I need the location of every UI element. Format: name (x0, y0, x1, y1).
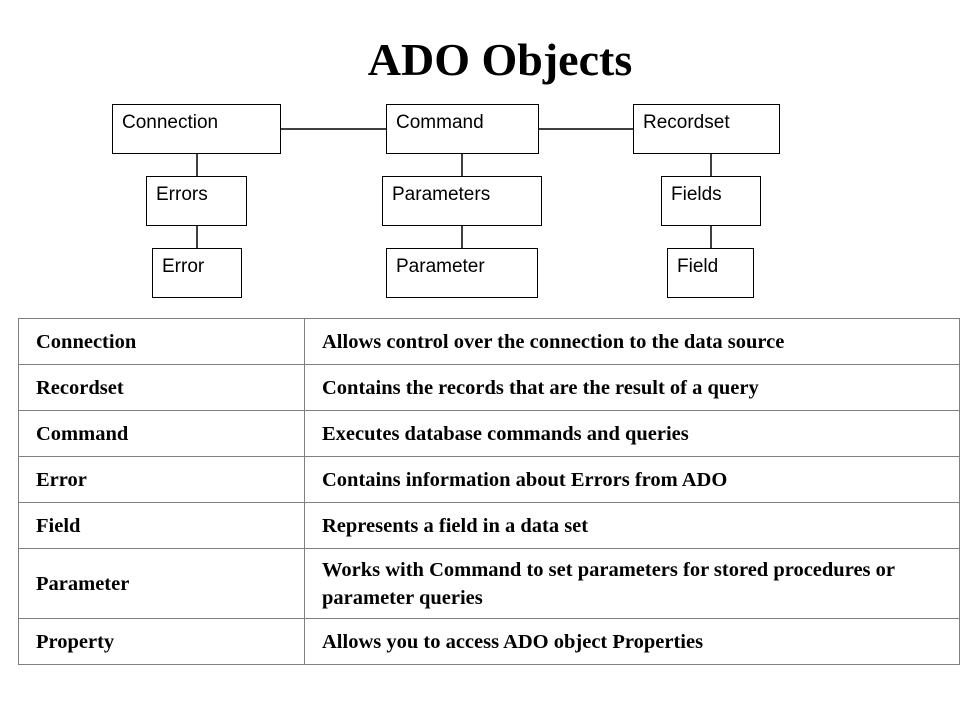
object-name-cell: Parameter (18, 548, 305, 619)
object-description-cell: Contains the records that are the result… (304, 364, 960, 411)
object-description-cell: Allows control over the connection to th… (304, 318, 960, 365)
page-title: ADO Objects (367, 34, 633, 85)
table-row: Property Allows you to access ADO object… (18, 618, 960, 665)
table-row: Parameter Works with Command to set para… (18, 548, 960, 619)
object-description-cell: Executes database commands and queries (304, 410, 960, 457)
object-name-cell: Connection (18, 318, 305, 365)
object-name-cell: Property (18, 618, 305, 665)
node-errors: Errors (146, 176, 247, 226)
object-name-cell: Command (18, 410, 305, 457)
node-connection: Connection (112, 104, 281, 154)
connector-lines (196, 128, 712, 249)
node-parameter: Parameter (386, 248, 538, 298)
table-row: Command Executes database commands and q… (18, 410, 960, 457)
object-description-cell: Contains information about Errors from A… (304, 456, 960, 503)
node-field: Field (667, 248, 754, 298)
node-recordset: Recordset (633, 104, 780, 154)
object-name-cell: Field (18, 502, 305, 549)
objects-description-table: Connection Allows control over the conne… (18, 318, 960, 665)
object-name-cell: Error (18, 456, 305, 503)
table-row: Field Represents a field in a data set (18, 502, 960, 549)
table-row: Recordset Contains the records that are … (18, 364, 960, 411)
object-hierarchy-diagram: Connection Command Recordset Errors Para… (0, 0, 960, 310)
node-parameters: Parameters (382, 176, 542, 226)
object-description-cell: Represents a field in a data set (304, 502, 960, 549)
object-description-cell: Works with Command to set parameters for… (304, 548, 960, 619)
object-name-cell: Recordset (18, 364, 305, 411)
table-row: Error Contains information about Errors … (18, 456, 960, 503)
node-error: Error (152, 248, 242, 298)
object-description-cell: Allows you to access ADO object Properti… (304, 618, 960, 665)
table-row: Connection Allows control over the conne… (18, 318, 960, 365)
node-fields: Fields (661, 176, 761, 226)
node-command: Command (386, 104, 539, 154)
